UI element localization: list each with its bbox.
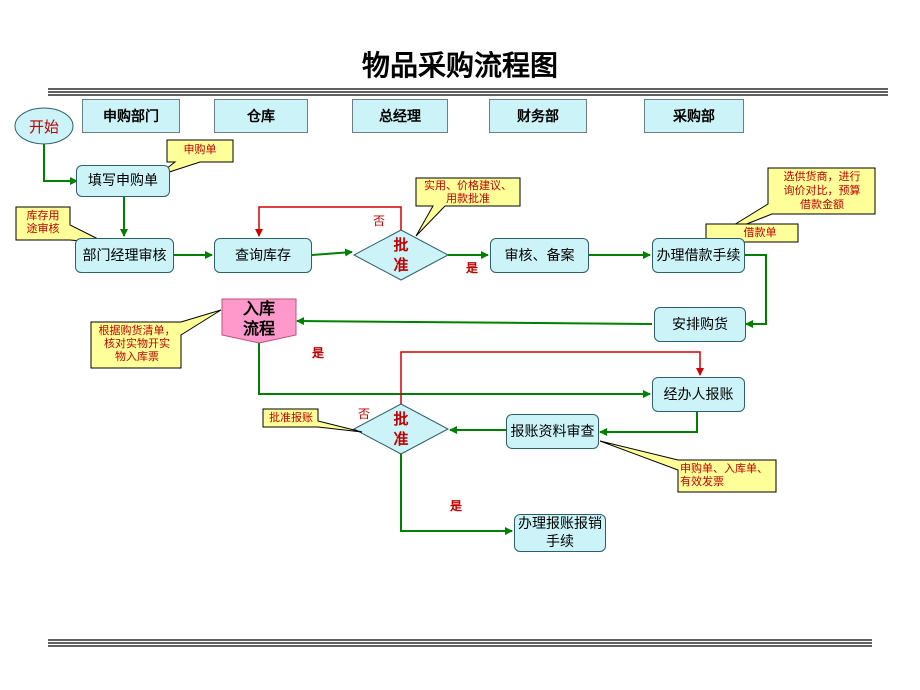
- callout-warehouse-note-text: 根据购货清单， 核对实物开实 物入库票: [92, 324, 182, 363]
- step-reimburse-procedure-line1: 办理报账报销: [518, 516, 602, 532]
- arrow-arrange-to-warehousing: [296, 317, 653, 326]
- decision-approve-1-line2: 准: [393, 256, 409, 274]
- decision-approve-2-line1: 批: [393, 410, 409, 428]
- step-reimburse-procedure-line2: 手续: [546, 534, 574, 550]
- decision-approve-1-label: 批 准: [389, 235, 413, 275]
- step-reimburse-review: 报账资料审查: [506, 414, 599, 449]
- callout-docs: [599, 440, 777, 493]
- arrow-warehousing-to-agent: [258, 343, 651, 398]
- callout-practical: [415, 177, 521, 237]
- arrow-approve2-to-procedure: [400, 454, 513, 535]
- callout-stock-usage-text: 库存用 途审核: [16, 209, 70, 235]
- arrow-reject-1: [255, 206, 402, 237]
- callout-warehouse-note-line2: 核对实物开实: [104, 337, 170, 350]
- edge-label-yes-2: 是: [312, 346, 325, 360]
- reject-arrows: [255, 206, 704, 404]
- warehousing-line2: 流程: [242, 319, 275, 338]
- callout-warehouse-note-line3: 物入库票: [115, 350, 159, 363]
- arrow-agent-to-review: [599, 412, 698, 436]
- step-reimburse-procedure: 办理报账报销 手续: [514, 514, 606, 552]
- footer-rule: [48, 639, 872, 647]
- edge-label-no-1: 否: [373, 214, 386, 228]
- edge-label-yes-3: 是: [450, 499, 463, 513]
- edge-label-yes-1: 是: [466, 261, 479, 275]
- header-rule: [48, 88, 888, 96]
- lane-finance: 财务部: [489, 99, 587, 133]
- callout-docs-line1: 申购单、入库单、: [680, 462, 768, 475]
- callout-supplier: [715, 167, 876, 237]
- arrow-loan-to-arrange: [745, 254, 767, 328]
- callout-practical-line2: 用款批准: [446, 192, 490, 205]
- callout-docs-text: 申购单、入库单、 有效发票: [680, 462, 780, 488]
- step-loan-procedure: 办理借款手续: [652, 238, 745, 273]
- callout-docs-line2: 有效发票: [680, 475, 724, 488]
- edge-label-no-2: 否: [358, 407, 371, 421]
- lane-requesting-dept: 申购部门: [82, 99, 180, 133]
- step-agent-reimburse: 经办人报账: [652, 377, 745, 412]
- callout-warehouse-note: [90, 309, 222, 369]
- callout-stock-usage-line2: 途审核: [26, 222, 60, 235]
- decision-approve-2-label: 批 准: [389, 409, 413, 449]
- callout-purchase-form-text: 申购单: [183, 143, 217, 156]
- callout-practical-line1: 实用、价格建议、: [424, 179, 512, 192]
- callout-loan-form: [705, 223, 799, 243]
- warehousing-label: 入库 流程: [222, 299, 296, 339]
- callout-supplier-line2: 询价对比，预算: [783, 184, 861, 197]
- callout-warehouse-note-line1: 根据购货清单，: [98, 324, 176, 337]
- step-fill-form: 填写申购单: [76, 165, 170, 197]
- step-check-stock: 查询库存: [214, 238, 312, 273]
- start-label: 开始: [28, 118, 59, 136]
- decision-approve-1-line1: 批: [393, 236, 409, 254]
- decision-approve-1: [352, 229, 450, 281]
- callout-loan-form-text: 借款单: [743, 226, 777, 239]
- warehousing-shape: [221, 298, 297, 344]
- lane-warehouse: 仓库: [214, 99, 308, 133]
- arrow-stock-to-approve: [311, 248, 353, 257]
- callout-supplier-text: 选供货商，进行 询价对比，预算 借款金额: [770, 170, 874, 212]
- warehousing-line1: 入库: [242, 299, 275, 318]
- callout-stock-usage-line1: 库存用: [26, 209, 60, 222]
- page-title: 物品采购流程图: [361, 49, 558, 82]
- step-arrange-purchase: 安排购货: [654, 307, 746, 342]
- step-dept-review: 部门经理审核: [75, 238, 174, 273]
- arrow-reject-2: [400, 351, 704, 404]
- callout-approve-reimburse: [262, 408, 363, 433]
- callout-practical-text: 实用、价格建议、 用款批准: [416, 179, 520, 205]
- lane-general-manager: 总经理: [352, 99, 448, 133]
- callout-supplier-line3: 借款金额: [800, 198, 844, 211]
- callouts: [15, 139, 876, 493]
- flow-arrows: [43, 144, 767, 535]
- decision-approve-2-line2: 准: [393, 430, 409, 448]
- step-audit-record: 审核、备案: [490, 238, 589, 273]
- arrow-start-to-fill: [43, 144, 78, 185]
- callout-purchase-form: [156, 139, 234, 177]
- lane-purchasing: 采购部: [644, 99, 744, 133]
- callout-approve-reimburse-text: 批准报账: [269, 411, 313, 424]
- callout-supplier-line1: 选供货商，进行: [783, 170, 861, 183]
